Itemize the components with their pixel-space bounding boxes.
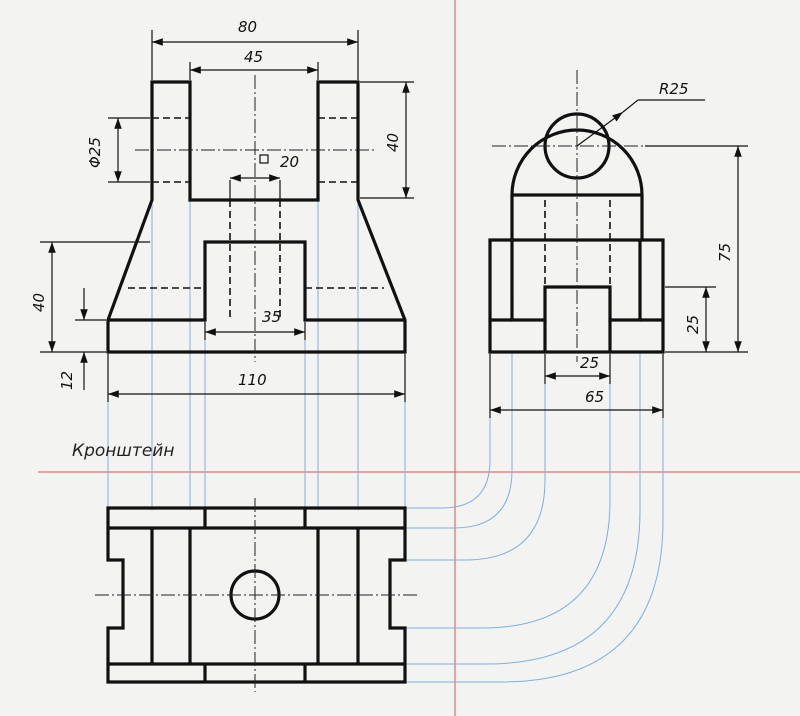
dim-45: 45 [244, 48, 263, 66]
dim-40-left: 40 [30, 293, 48, 312]
dim-25-side: 25 [684, 315, 702, 334]
dim-12: 12 [58, 371, 76, 390]
drawing-caption: Кронштейн [72, 441, 174, 461]
dim-75: 75 [716, 243, 734, 262]
dim-r25: R25 [659, 80, 689, 98]
dim-35: 35 [262, 308, 281, 326]
dim-diameter-25: Φ25 [86, 137, 104, 168]
side-view [488, 70, 665, 362]
dim-20: 20 [280, 153, 299, 171]
dim-40-top: 40 [384, 133, 402, 152]
dim-65: 65 [585, 388, 604, 406]
front-view [106, 75, 407, 362]
dim-25-bottom: 25 [580, 354, 599, 372]
projection-axes [38, 0, 800, 716]
dimension-lines [40, 30, 748, 418]
dim-110: 110 [238, 371, 267, 389]
dimension-labels: 80 45 Φ25 20 40 40 35 110 12 R25 75 25 2… [30, 18, 734, 461]
dim-80: 80 [238, 18, 257, 36]
top-view [95, 498, 420, 692]
